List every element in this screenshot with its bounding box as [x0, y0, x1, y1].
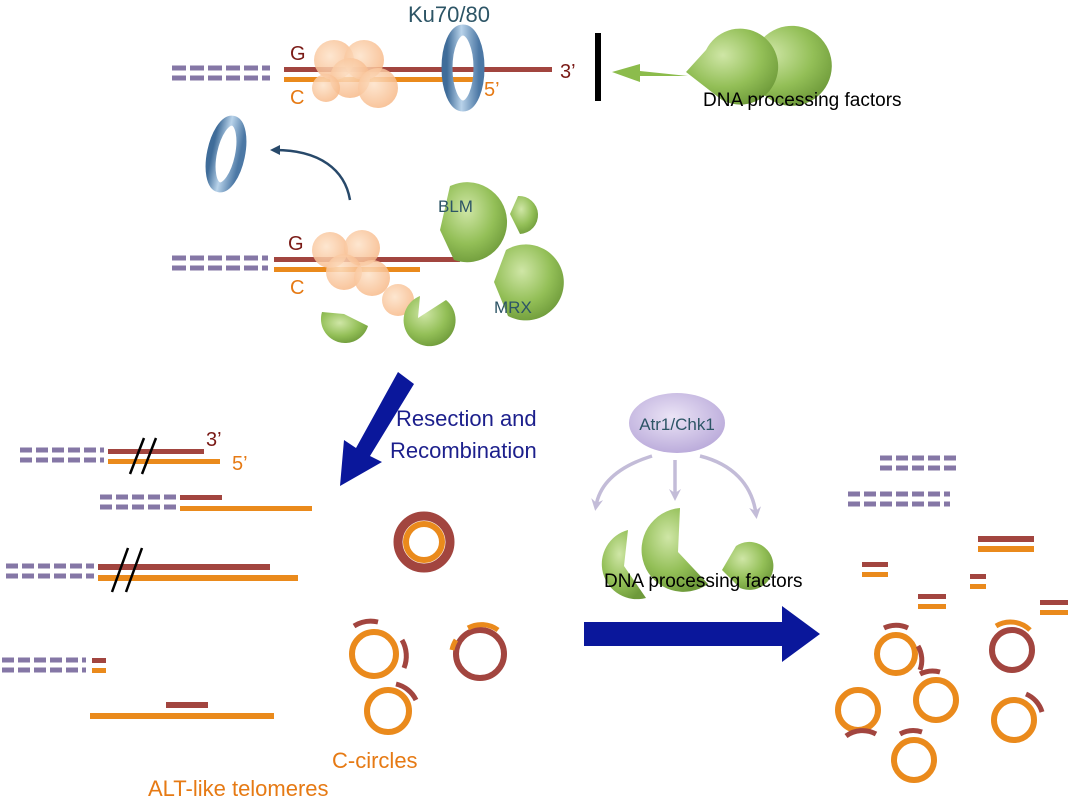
telomeric-fragments: [862, 536, 1068, 615]
free-telomeric-fragment: [90, 702, 274, 719]
right-c-circle-4: [991, 691, 1045, 743]
nuclease-pacman-2: [403, 296, 456, 347]
dna-processing-factors-bottom: [601, 508, 774, 600]
c-circle-1: [349, 618, 409, 679]
right-c-circle-2: [835, 687, 881, 739]
c-strand-label: C: [290, 87, 304, 109]
small-nuclease: [510, 195, 539, 234]
c-circle-2: [364, 681, 419, 735]
middle-telomere-end: G C BLM MRX: [172, 182, 564, 347]
dna-processing-factors-top: [686, 25, 832, 106]
dna-processing-factors-bottom-label: DNA processing factors: [604, 571, 803, 592]
g-strand-label: G: [290, 43, 306, 65]
atr-signaling-arrows: [591, 454, 762, 519]
alt-telomere-1: 3’ 5’: [20, 429, 248, 475]
blm-helicase: [440, 182, 508, 263]
five-prime-alt-label: 5’: [232, 453, 248, 475]
shelterin-complex: [312, 230, 414, 316]
alt-telomere-4: [2, 657, 106, 673]
blm-label: BLM: [438, 197, 473, 216]
alt-like-telomeres-label: ALT-like telomeres: [148, 776, 329, 800]
top-telomere-end: Ku70/80 G C 3’ 5’: [172, 2, 576, 112]
resection-arrow: [340, 372, 414, 486]
inhibition-bar: [595, 33, 601, 101]
right-c-circle-5: [891, 728, 937, 783]
g-strand-label: G: [288, 233, 304, 255]
mrx-complex: [494, 244, 564, 321]
progression-arrow: [584, 606, 820, 662]
alt-telomere-2: [100, 494, 312, 511]
five-prime-label: 5’: [484, 79, 500, 101]
c-strand-label: C: [290, 277, 304, 299]
subtelomere-dashes: [172, 255, 268, 271]
three-prime-alt-label: 3’: [206, 429, 222, 451]
shelterin-complex: [312, 40, 398, 108]
mrx-label: MRX: [494, 298, 532, 317]
ku-release-arrow: [270, 145, 352, 201]
ku70-80-ring: [441, 24, 485, 112]
ku-label: Ku70/80: [408, 2, 490, 27]
c-circle-3: [449, 622, 507, 681]
inhibition-arrow: [612, 64, 688, 82]
alt-telomere-3: [6, 547, 298, 593]
right-ds-circle: [989, 619, 1035, 673]
shortened-telomere-2: [848, 491, 950, 507]
resection-label-line2: Recombination: [390, 438, 537, 463]
c-circles-label: C-circles: [332, 748, 418, 773]
shortened-telomere-1: [880, 455, 958, 471]
right-c-circle-1: [874, 622, 925, 676]
nuclease-pacman-1: [320, 312, 368, 344]
right-c-circle-3: [913, 668, 959, 723]
resection-label-line1: Resection and: [396, 406, 537, 431]
subtelomere-dashes: [172, 65, 270, 81]
dna-processing-factors-top-label: DNA processing factors: [703, 90, 902, 111]
atr1-chk1-label: Atr1/Chk1: [639, 415, 715, 434]
three-prime-label: 3’: [560, 61, 576, 83]
g-strand-overhang: [284, 67, 552, 72]
double-stranded-circle: [393, 511, 455, 573]
atr1-chk1-bubble: [629, 393, 725, 453]
released-ku-ring: [205, 115, 247, 193]
